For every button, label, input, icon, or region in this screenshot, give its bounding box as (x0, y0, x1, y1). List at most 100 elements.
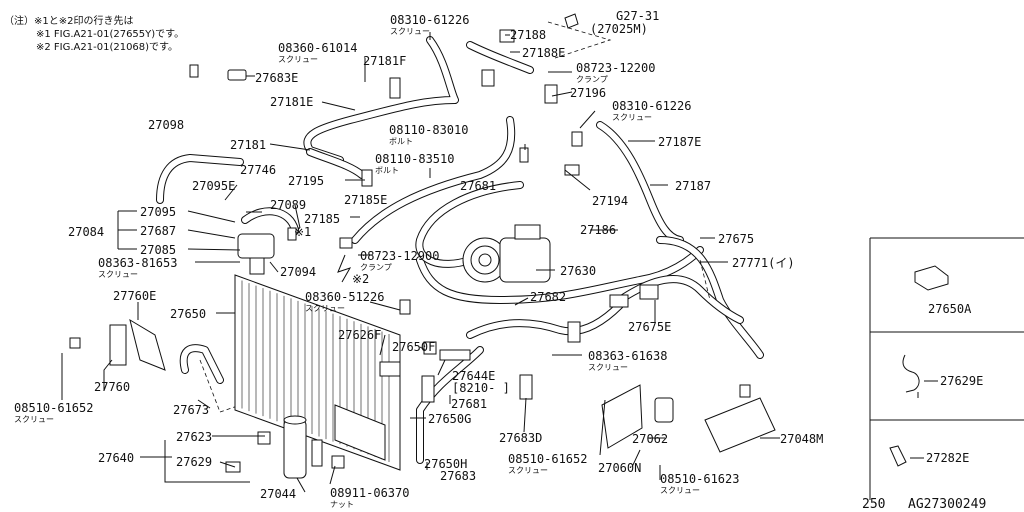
callout-19-code: 27187 (675, 179, 711, 193)
callout-13-sub: ボルト (389, 137, 413, 146)
callout-38-sub: スクリュー (305, 304, 345, 313)
callout-47-code: 27760 (94, 380, 130, 394)
callout-2-code: (27025M) (590, 22, 648, 36)
footer-page-number: 250 (862, 497, 885, 512)
callout-5-code: 08360-61014 (278, 41, 357, 55)
callout-29-code: 27084 (68, 225, 104, 239)
callout-0-code: 08310-61226 (390, 13, 469, 27)
callout-43-code: 27650F (392, 340, 435, 354)
callout-36-code: 27630 (560, 264, 596, 278)
callout-55-code: 27048M (780, 432, 823, 446)
callout-25-code: 27095 (140, 205, 176, 219)
callout-27-code: 27186 (580, 223, 616, 237)
callout-10-code: 27181E (270, 95, 313, 109)
notes-block: （注）※1と※2印の行き先は ※1 FIG.A21-01(27655Y)です。 … (4, 14, 184, 53)
callout-31-code: 27085 (140, 243, 176, 257)
callout-34-sub: スクリュー (98, 270, 138, 279)
callout-22-code: 27185E (344, 193, 387, 207)
callout-44-sub: スクリュー (588, 363, 628, 372)
callout-61-code: 27060N (598, 461, 641, 475)
callout-23-code: 27194 (592, 194, 628, 208)
marker-1: ※1 (294, 225, 311, 239)
callout-labels: 08310-61226スクリューG27-31(27025M)2718827188… (14, 9, 823, 509)
callout-63-code: 27044 (260, 487, 296, 501)
callout-15-code: 27181 (230, 138, 266, 152)
callout-30-code: 27675 (718, 232, 754, 246)
side-panel: 27650A 27629E 27282E (869, 237, 1024, 500)
zigzag-marker-line (337, 254, 352, 283)
fittings (69, 13, 659, 473)
part-27282E-icon (889, 445, 907, 467)
callout-49-code: 08510-61652 (14, 401, 93, 415)
note-line-3: ※2 FIG.A21-01(21068)です。 (36, 41, 178, 53)
callout-64-sub: ナット (330, 500, 354, 509)
callout-4-code: 27188E (522, 46, 565, 60)
callout-13-code: 08110-83010 (389, 123, 468, 137)
note-line-1: （注）※1と※2印の行き先は (4, 14, 133, 27)
callout-50-code: 27673 (173, 403, 209, 417)
note-line-2: ※1 FIG.A21-01(27655Y)です。 (36, 28, 184, 40)
condenser-27650 (234, 274, 401, 471)
callout-5-sub: スクリュー (278, 55, 318, 64)
part-27650A-icon (914, 265, 949, 291)
callout-8-code: 27683E (255, 71, 298, 85)
part-27629E-icon (902, 354, 920, 398)
callout-45-code: 27644E (452, 369, 495, 383)
callout-52-code: 27683D (499, 431, 542, 445)
callout-32-sub: クランプ (360, 263, 392, 272)
callout-0-sub: スクリュー (390, 27, 430, 36)
callout-49-sub: スクリュー (14, 415, 54, 424)
callout-62-sub: スクリュー (660, 486, 700, 495)
callout-32-code: 08723-12900 (360, 249, 439, 263)
callout-26-code: 27185 (304, 212, 340, 226)
callout-59-sub: スクリュー (508, 466, 548, 475)
callout-33-code: 27771(イ) (732, 256, 795, 270)
hose-lines (156, 36, 764, 464)
callout-16-code: 08110-83510 (375, 152, 454, 166)
callout-60-code: 27683 (440, 469, 476, 483)
callout-41-code: 27675E (628, 320, 671, 334)
callout-9-code: 27196 (570, 86, 606, 100)
callout-21-code: 27681 (460, 179, 496, 193)
callout-44-code: 08363-61638 (588, 349, 667, 363)
receiver-drier-27044 (283, 415, 307, 479)
callout-14-code: 27187E (658, 135, 701, 149)
callout-7-sub: クランプ (576, 75, 608, 84)
side-label-27650A: 27650A (928, 302, 972, 316)
callout-11-code: 08310-61226 (612, 99, 691, 113)
callout-51-code: 27650G (428, 412, 471, 426)
callout-39-code: 27682 (530, 290, 566, 304)
callout-37-code: 27760E (113, 289, 156, 303)
callout-20-code: 27095E (192, 179, 235, 193)
callout-1-code: G27-31 (616, 9, 659, 23)
callout-40-code: 27650 (170, 307, 206, 321)
callout-58-code: 27650H (424, 457, 467, 471)
side-label-27282E: 27282E (926, 451, 969, 465)
compressor-27630 (462, 224, 551, 283)
callout-57-code: 27629 (176, 455, 212, 469)
callout-53-code: 27623 (176, 430, 212, 444)
evaporator-27048M (704, 384, 776, 453)
leader-lines (61, 32, 780, 493)
callout-24-code: 27089 (270, 198, 306, 212)
marker-2: ※2 (352, 272, 369, 286)
callout-18-code: 27195 (288, 174, 324, 188)
callout-11-sub: スクリュー (612, 113, 652, 122)
callout-48-code: 27681 (451, 397, 487, 411)
callout-54-code: 27062 (632, 432, 668, 446)
callout-7-code: 08723-12200 (576, 61, 655, 75)
callout-28-code: 27687 (140, 224, 176, 238)
blower-unit-27060N (601, 384, 674, 449)
callout-17-code: 27746 (240, 163, 276, 177)
callout-12-code: 27098 (148, 118, 184, 132)
callout-34-code: 08363-81653 (98, 256, 177, 270)
callout-46-code: [8210- ] (452, 381, 510, 395)
callout-59-code: 08510-61652 (508, 452, 587, 466)
callout-3-code: 27188 (510, 28, 546, 42)
callout-62-code: 08510-61623 (660, 472, 739, 486)
callout-35-code: 27094 (280, 265, 316, 279)
callout-64-code: 08911-06370 (330, 486, 409, 500)
callout-56-code: 27640 (98, 451, 134, 465)
callout-38-code: 08360-51226 (305, 290, 384, 304)
